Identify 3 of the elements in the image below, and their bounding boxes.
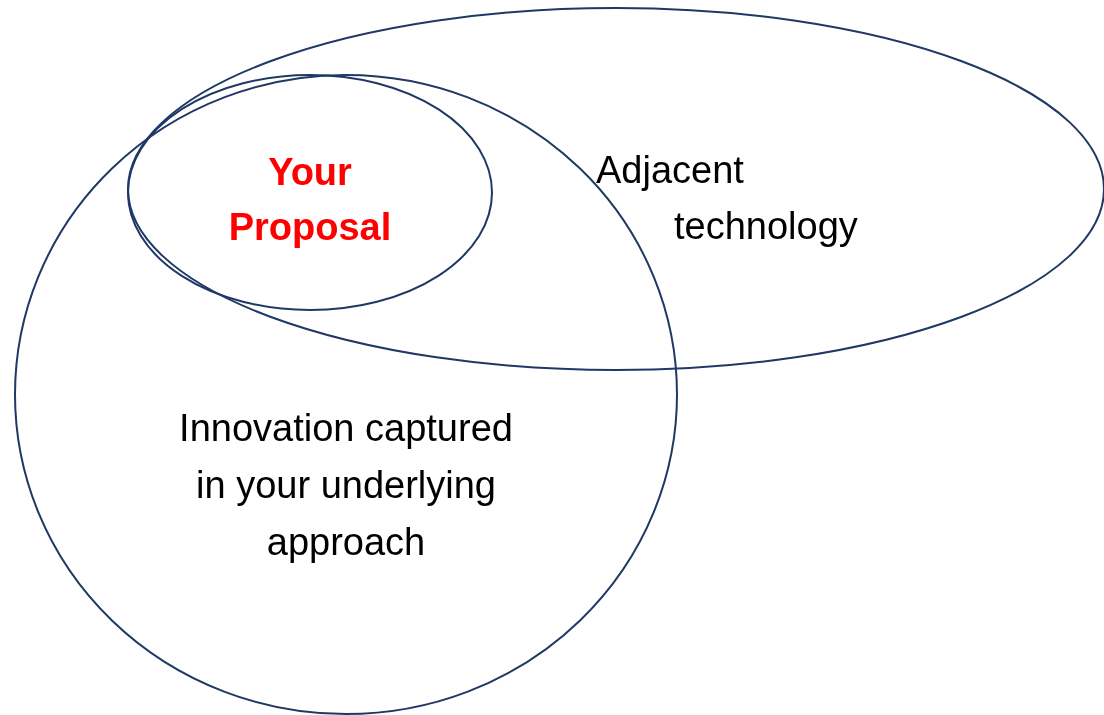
set-label: Your Proposal [227,150,393,250]
set-label: Innovation captured in your underlying approach [178,406,514,565]
set-label: Adjacent technology [596,148,859,249]
